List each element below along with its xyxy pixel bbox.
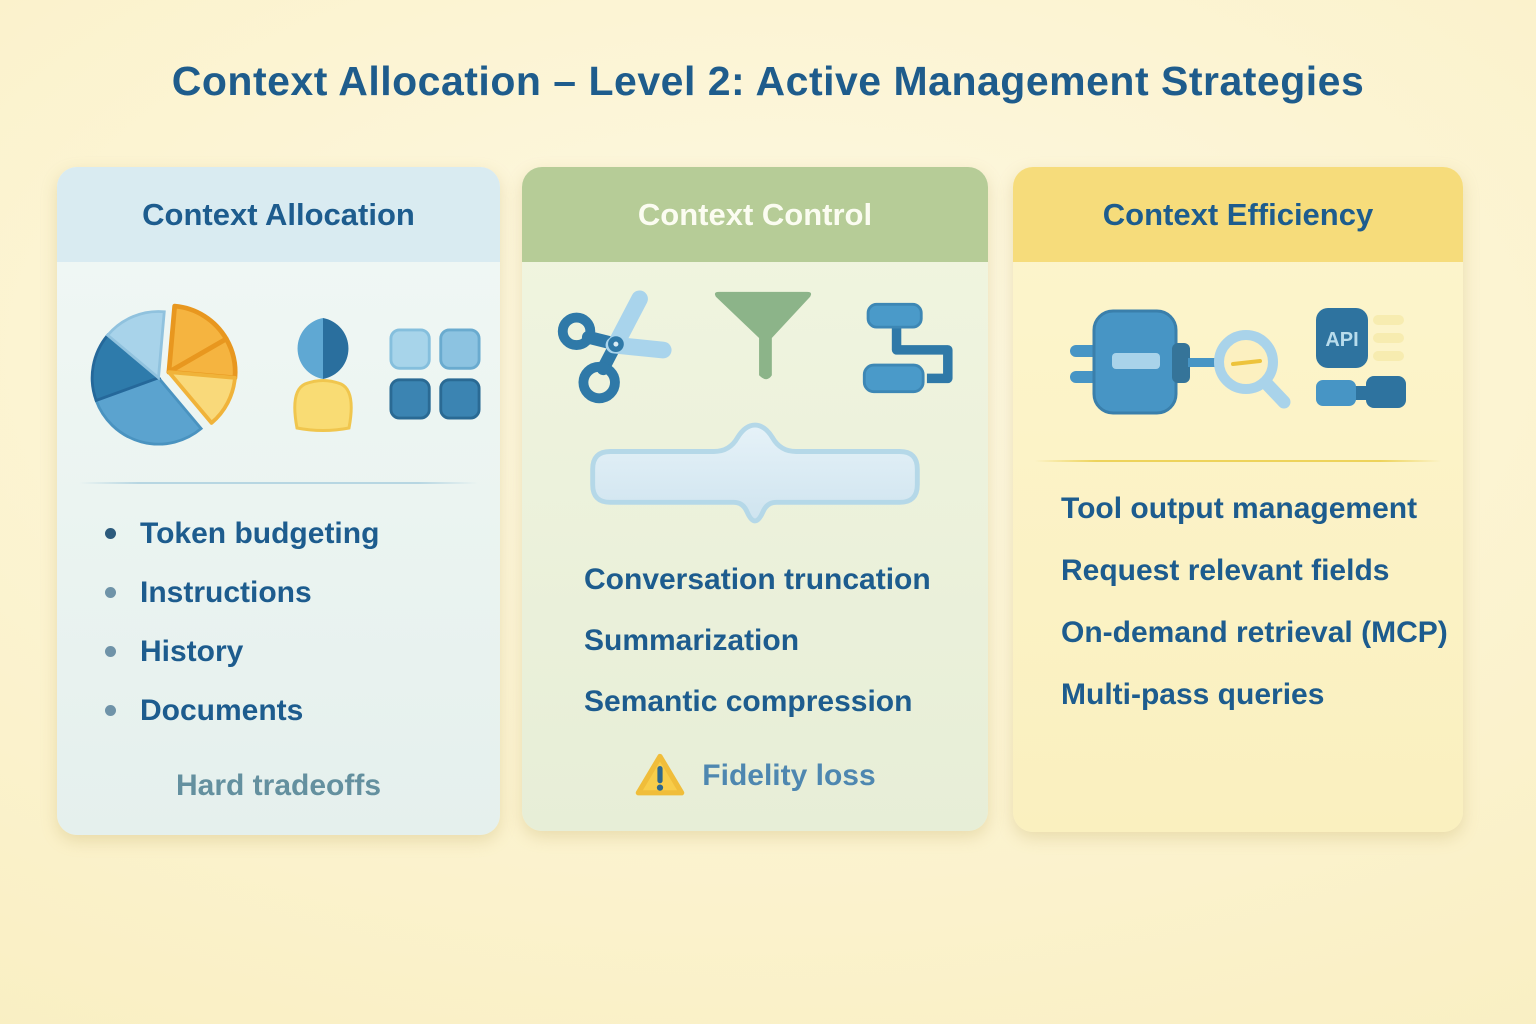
list-item-label: Token budgeting	[140, 516, 380, 550]
allocation-icon-row	[57, 288, 500, 460]
funnel-icon	[714, 291, 812, 380]
page-title: Context Allocation – Level 2: Active Man…	[171, 58, 1365, 104]
list-item-label: History	[140, 634, 244, 668]
pie-chart-icon	[90, 303, 238, 446]
card-allocation-title: Context Allocation	[142, 196, 415, 232]
efficiency-item-list: Tool output management Request relevant …	[1013, 478, 1463, 726]
card-context-allocation: Context Allocation Token budgeting Ins	[57, 167, 500, 835]
list-item-label: Tool output management	[1061, 492, 1418, 525]
flowchart-icon	[862, 302, 953, 394]
grid-squares-icon	[388, 328, 481, 420]
hard-tradeoffs-label: Hard tradeoffs	[175, 769, 382, 802]
bullet-dot	[105, 528, 116, 539]
user-icon	[292, 317, 353, 432]
api-chip-label: API	[1325, 329, 1358, 351]
list-item-label: Request relevant fields	[1061, 554, 1390, 587]
allocation-item-list: Token budgeting Instructions History Doc…	[57, 504, 500, 740]
efficiency-icon-row: API	[1013, 296, 1463, 424]
card-context-control: Context Control	[522, 167, 988, 831]
compress-bar-wrap	[522, 422, 988, 525]
compress-bar-icon	[590, 422, 920, 524]
list-item-label: Summarization	[584, 623, 800, 657]
list-item-label: Conversation truncation	[584, 562, 931, 596]
list-item: Summarization	[584, 610, 988, 671]
list-item-label: Semantic compression	[584, 684, 913, 718]
allocation-footer: Hard tradeoffs	[57, 769, 500, 803]
list-item: Documents	[105, 681, 500, 740]
warning-triangle-icon	[636, 753, 685, 796]
bullet-dot	[105, 646, 116, 657]
control-item-list: Conversation truncation Summarization Se…	[522, 549, 988, 732]
bullet-dot	[105, 587, 116, 598]
list-item: On-demand retrieval (MCP)	[1061, 602, 1463, 664]
list-item: Multi-pass queries	[1061, 664, 1463, 726]
card-allocation-header: Context Allocation	[57, 167, 500, 262]
list-item-label: Instructions	[140, 575, 312, 609]
list-item: Token budgeting	[105, 504, 500, 563]
magnifier-icon	[1214, 330, 1291, 409]
connector-blocks-icon	[1316, 375, 1406, 408]
list-item: Semantic compression	[584, 671, 988, 732]
card-efficiency-title: Context Efficiency	[1102, 196, 1374, 232]
bullet-dot	[105, 705, 116, 716]
card-control-title: Context Control	[637, 196, 873, 232]
list-item: History	[105, 622, 500, 681]
list-item-label: Multi-pass queries	[1061, 678, 1325, 711]
control-icon-row	[522, 288, 988, 420]
list-item: Request relevant fields	[1061, 540, 1463, 602]
list-item: Tool output management	[1061, 478, 1463, 540]
list-item-label: Documents	[140, 693, 304, 727]
card-efficiency-header: Context Efficiency	[1013, 167, 1463, 262]
list-item-label: On-demand retrieval (MCP)	[1061, 616, 1448, 649]
list-item: Instructions	[105, 563, 500, 622]
control-warning-row: Fidelity loss	[522, 752, 988, 799]
fidelity-loss-label: Fidelity loss	[702, 758, 876, 792]
card-control-header: Context Control	[522, 167, 988, 262]
api-chip-icon: API	[1316, 307, 1406, 408]
efficiency-divider	[1035, 460, 1441, 462]
card-context-efficiency: Context Efficiency API	[1013, 167, 1463, 832]
list-item: Conversation truncation	[584, 549, 988, 610]
scissors-icon	[557, 290, 672, 404]
plug-and-magnifier-icon	[1070, 309, 1291, 415]
allocation-divider	[79, 482, 478, 484]
